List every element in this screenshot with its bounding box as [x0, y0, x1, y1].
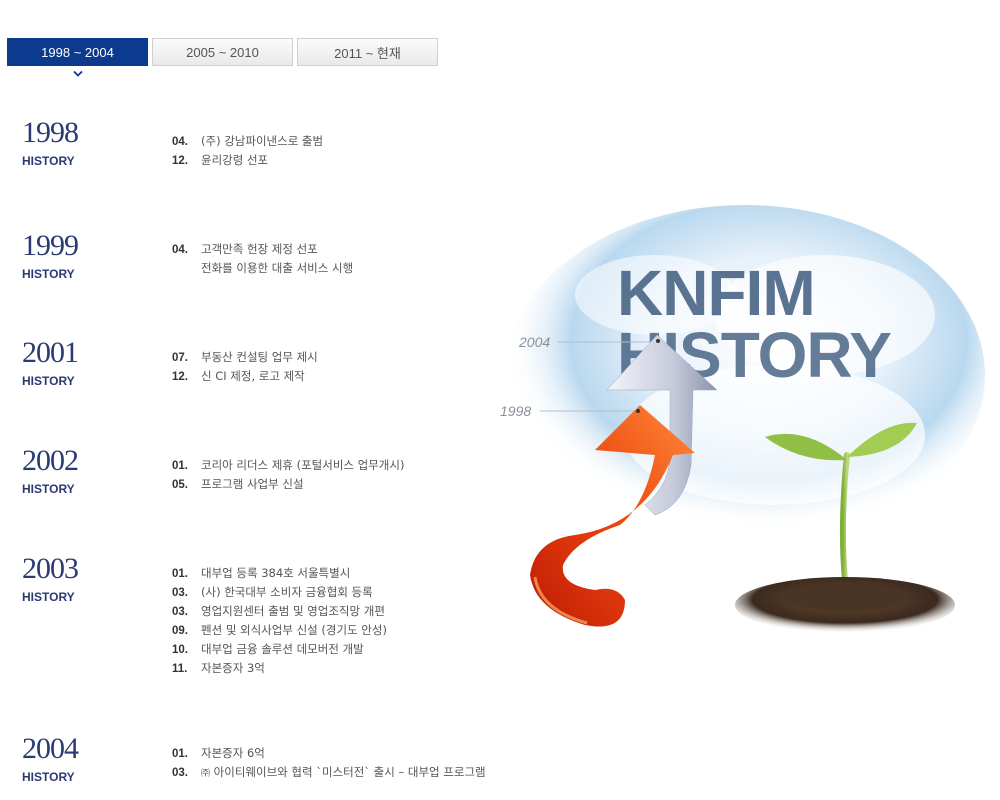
year-number: 2002	[22, 444, 79, 477]
tab-label: 1998 ~ 2004	[41, 44, 114, 60]
year-heading-2001: 2001 HISTORY	[22, 336, 79, 389]
event-item: 01.코리아 리더스 제휴 (포털서비스 업무개시)	[172, 458, 405, 472]
history-label: HISTORY	[22, 482, 75, 496]
event-item: 09.펜션 및 외식사업부 신설 (경기도 안성)	[172, 623, 387, 637]
events-2001: 07.부동산 컨설팅 업무 제시 12.신 CI 제정, 로고 제작	[172, 348, 318, 386]
event-item: 01.대부업 등록 384호 서울특별시	[172, 566, 351, 580]
visual-title-line1: KNFIM	[617, 257, 815, 329]
history-label: HISTORY	[22, 154, 75, 168]
history-label: HISTORY	[22, 590, 75, 604]
red-arrow-icon	[530, 405, 695, 627]
events-1998: 04.(주) 강남파이낸스로 출범 12.윤리강령 선포	[172, 132, 323, 170]
history-label: HISTORY	[22, 374, 75, 388]
event-item: 04.고객만족 헌장 제정 선포	[172, 242, 318, 256]
history-label: HISTORY	[22, 267, 75, 281]
marker-2004: 2004	[518, 334, 550, 350]
sprout-icon	[735, 422, 955, 633]
event-item: 03.㈜ 아이티웨이브와 협력 `미스터전` 출시 – 대부업 프로그램	[172, 765, 486, 779]
events-2003: 01.대부업 등록 384호 서울특별시 03.(사) 한국대부 소비자 금융협…	[172, 564, 387, 678]
history-timeline: 1998 HISTORY 04.(주) 강남파이낸스로 출범 12.윤리강령 선…	[22, 116, 486, 785]
event-item: 10.대부업 금융 솔루션 데모버전 개발	[172, 642, 364, 656]
tab-2005-2010[interactable]: 2005 ~ 2010	[152, 38, 293, 66]
year-number: 1999	[22, 229, 79, 262]
year-number: 1998	[22, 116, 79, 149]
year-number: 2003	[22, 552, 79, 585]
chevron-down-icon	[72, 70, 83, 77]
event-item: 04.(주) 강남파이낸스로 출범	[172, 134, 324, 148]
event-item: 05.프로그램 사업부 신설	[172, 477, 304, 491]
year-heading-2003: 2003 HISTORY	[22, 552, 79, 605]
year-number: 2004	[22, 732, 79, 765]
events-2004: 01.자본증자 6억 03.㈜ 아이티웨이브와 협력 `미스터전` 출시 – 대…	[172, 744, 486, 783]
event-item: 11.자본증자 3억	[172, 661, 265, 675]
tab-label: 2005 ~ 2010	[186, 44, 259, 60]
period-tabs: 1998 ~ 2004 2005 ~ 2010 2011 ~ 현재	[7, 38, 438, 77]
event-item: 전화를 이용한 대출 서비스 시행	[201, 261, 354, 275]
event-item: 07.부동산 컨설팅 업무 제시	[172, 350, 318, 364]
tab-2011-now[interactable]: 2011 ~ 현재	[297, 38, 438, 66]
year-number: 2001	[22, 336, 79, 369]
history-visual: KNFIM HISTORY 2004 1998	[495, 205, 1000, 655]
tab-1998-2004[interactable]: 1998 ~ 2004	[7, 38, 148, 77]
history-illustration: KNFIM HISTORY 2004 1998	[500, 205, 985, 633]
year-heading-1998: 1998 HISTORY	[22, 116, 79, 169]
year-heading-1999: 1999 HISTORY	[22, 229, 79, 282]
events-2002: 01.코리아 리더스 제휴 (포털서비스 업무개시) 05.프로그램 사업부 신…	[172, 456, 404, 494]
silver-arrow-icon	[606, 334, 718, 516]
event-item: 03.(사) 한국대부 소비자 금융협회 등록	[172, 585, 373, 599]
history-label: HISTORY	[22, 770, 75, 784]
year-heading-2002: 2002 HISTORY	[22, 444, 79, 497]
marker-1998: 1998	[500, 403, 531, 419]
event-item: 03.영업지원센터 출범 및 영업조직망 개편	[172, 604, 385, 618]
year-heading-2004: 2004 HISTORY	[22, 732, 79, 785]
event-item: 12.윤리강령 선포	[172, 153, 269, 167]
event-item: 01.자본증자 6억	[172, 746, 265, 760]
tab-label: 2011 ~ 현재	[334, 45, 401, 61]
events-1999: 04.고객만족 헌장 제정 선포 전화를 이용한 대출 서비스 시행	[172, 240, 353, 277]
event-item: 12.신 CI 제정, 로고 제작	[172, 369, 305, 383]
